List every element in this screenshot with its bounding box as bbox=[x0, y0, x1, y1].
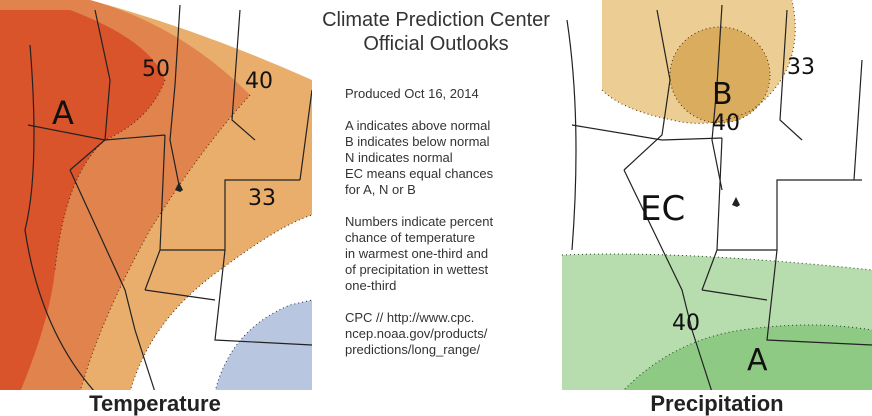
temp-contour-label: 33 bbox=[248, 186, 276, 211]
precip-contour-label: 33 bbox=[787, 55, 815, 80]
legend-category-block: A indicates above normal B indicates bel… bbox=[345, 118, 560, 198]
precipitation-caption: Precipitation bbox=[650, 391, 784, 416]
legend-line: chance of temperature bbox=[345, 230, 476, 245]
temp-contour-label: 40 bbox=[245, 69, 273, 94]
legend-numbers-block: Numbers indicate percent chance of tempe… bbox=[345, 214, 560, 294]
lake-icon bbox=[175, 182, 183, 192]
contour-line bbox=[215, 299, 312, 390]
legend-line: EC means equal chances bbox=[345, 166, 494, 181]
contour-line bbox=[562, 253, 872, 271]
temp-contour-label: 50 bbox=[142, 57, 170, 82]
lake-icon bbox=[732, 197, 740, 207]
legend-line: for A, N or B bbox=[345, 182, 416, 197]
precip-zone-below-strong bbox=[670, 27, 770, 123]
precipitation-map: B EC A 33 40 40 bbox=[562, 0, 872, 390]
precip-label-above: A bbox=[747, 343, 768, 378]
precip-contour-label: 40 bbox=[672, 311, 700, 336]
legend-line: predictions/long_range/ bbox=[345, 342, 481, 357]
precip-zone-above-strong bbox=[624, 325, 872, 390]
legend-line: one-third bbox=[345, 278, 397, 293]
legend-line: A indicates above normal bbox=[345, 118, 491, 133]
temp-zone-below bbox=[215, 300, 312, 390]
contour-line bbox=[80, 94, 251, 390]
temp-category-label: A bbox=[52, 94, 74, 132]
precip-label-below: B bbox=[712, 77, 733, 112]
legend-line: in warmest one-third and bbox=[345, 246, 489, 261]
legend-source-block: CPC // http://www.cpc. ncep.noaa.gov/pro… bbox=[345, 310, 560, 358]
legend-line: N indicates normal bbox=[345, 150, 453, 165]
contour-line bbox=[601, 0, 796, 124]
title-line: Climate Prediction Center bbox=[322, 9, 550, 31]
legend-line: ncep.noaa.gov/products/ bbox=[345, 326, 488, 341]
legend-line: CPC // http://www.cpc. bbox=[345, 310, 475, 325]
temp-zone-strong bbox=[0, 10, 165, 390]
state-borders bbox=[566, 4, 872, 390]
page-title: Climate Prediction Center Official Outlo… bbox=[318, 8, 554, 56]
temperature-map: A 50 40 33 bbox=[0, 0, 312, 390]
contour-line bbox=[669, 26, 771, 124]
title-line: Official Outlooks bbox=[363, 33, 509, 55]
legend-line: B indicates below normal bbox=[345, 134, 490, 149]
precip-label-ec: EC bbox=[640, 189, 685, 229]
legend-line: of precipitation in wettest bbox=[345, 262, 489, 277]
state-borders bbox=[24, 4, 312, 390]
produced-date: Produced Oct 16, 2014 bbox=[345, 86, 479, 101]
legend-text: Produced Oct 16, 2014 A indicates above … bbox=[345, 86, 560, 374]
precip-contour-label: 40 bbox=[712, 111, 740, 136]
temperature-caption: Temperature bbox=[89, 391, 221, 416]
legend-line: Numbers indicate percent bbox=[345, 214, 494, 229]
